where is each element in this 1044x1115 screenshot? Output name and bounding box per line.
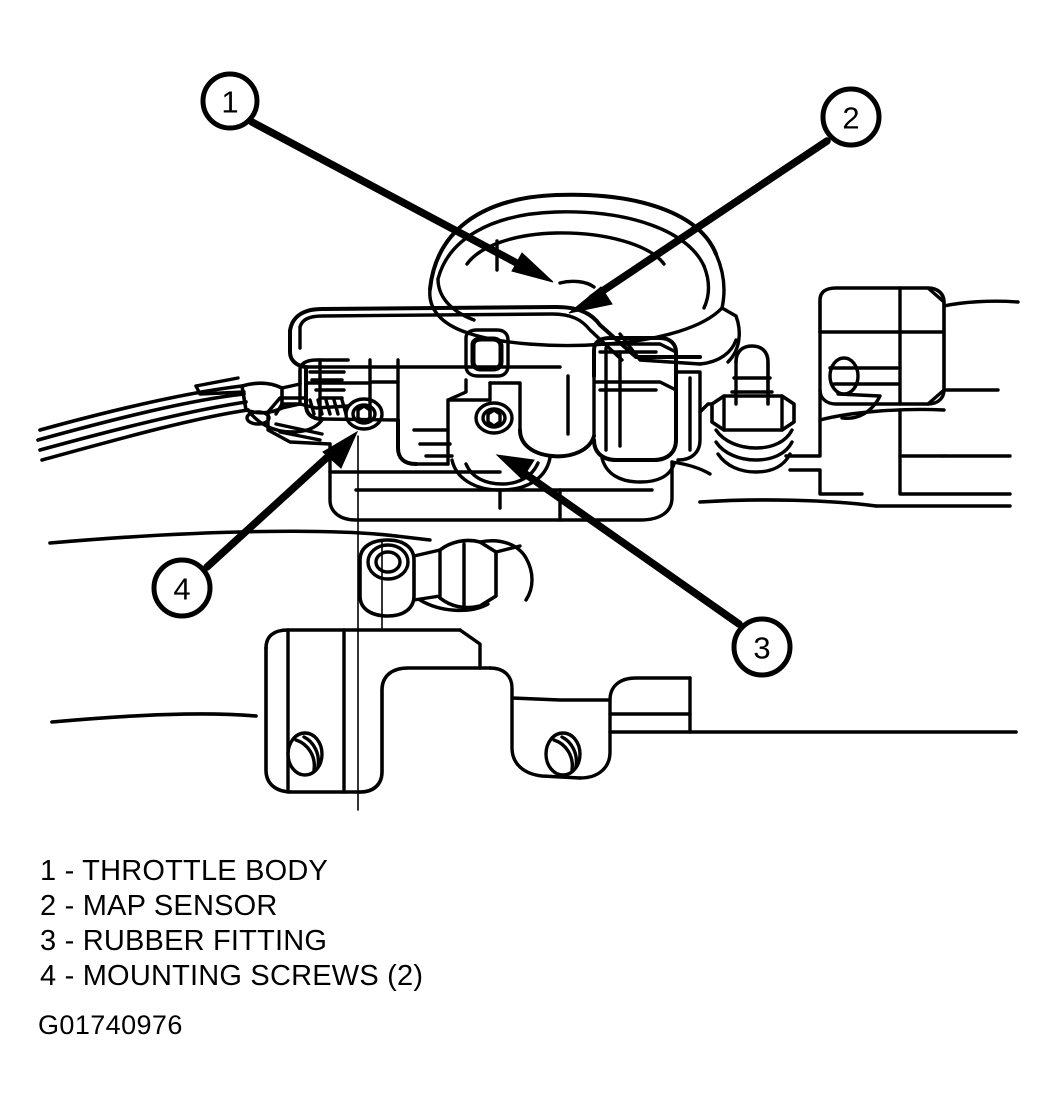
callout-4: 4 (151, 557, 213, 619)
wiring-harness-illustration (36, 358, 350, 462)
callout-2-number: 2 (842, 101, 859, 136)
legend-item-3: 3 - RUBBER FITTING (40, 925, 328, 957)
figure-code: G01740976 (38, 1010, 183, 1040)
legend-item-2: 2 - MAP SENSOR (40, 890, 278, 922)
callout-1: 1 (200, 71, 260, 131)
callout-arrow-1 (248, 118, 554, 283)
callout-arrow-2 (568, 137, 831, 314)
callout-arrows (203, 118, 831, 628)
mounting-bracket-illustration (264, 435, 692, 811)
callout-arrow-4 (203, 430, 359, 571)
legend-item-4: 4 - MOUNTING SCREWS (2) (40, 960, 424, 992)
bracket-hole-right (544, 731, 582, 777)
callout-3-number: 3 (753, 631, 770, 666)
engine-casting-right (594, 286, 1020, 496)
bracket-hole-left (286, 731, 324, 777)
callout-1-number: 1 (221, 85, 238, 120)
legend-item-1: 1 - THROTTLE BODY (40, 855, 329, 887)
body-panel-lines (48, 498, 1018, 734)
callout-3: 3 (731, 616, 793, 678)
mounting-screw-left (344, 397, 384, 431)
mounting-screw-right (474, 401, 514, 435)
callout-circles: 1 2 3 4 (151, 71, 882, 678)
map-sensor-illustration (266, 305, 702, 466)
callout-2: 2 (820, 86, 882, 148)
callout-arrow-3 (495, 454, 743, 628)
legend-list: 1 - THROTTLE BODY 2 - MAP SENSOR 3 - RUB… (40, 854, 640, 994)
callout-4-number: 4 (173, 572, 190, 607)
